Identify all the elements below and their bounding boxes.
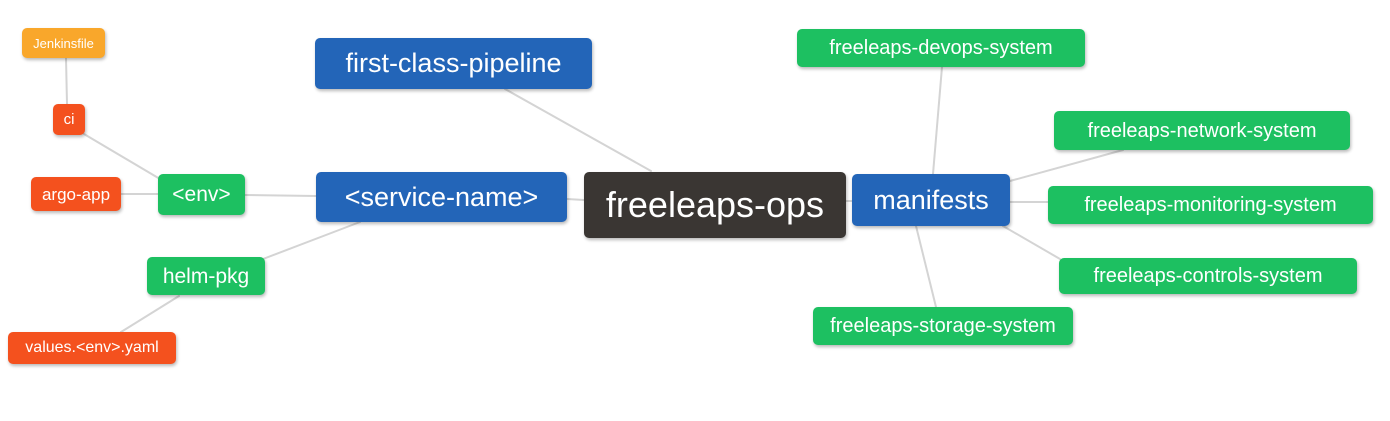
node-label: first-class-pipeline	[345, 48, 562, 78]
node-jenkinsfile[interactable]: Jenkinsfile	[22, 28, 105, 58]
node-label: freeleaps-monitoring-system	[1084, 194, 1337, 216]
node-label: values.<env>.yaml	[25, 339, 159, 356]
edge-env-service-name	[244, 194, 317, 197]
edge-helm-pkg-service-name	[262, 221, 361, 260]
node-label: <env>	[172, 183, 231, 206]
edge-manifests-freeleaps-network-system	[1009, 149, 1124, 182]
node-env[interactable]: <env>	[158, 174, 245, 215]
node-label: <service-name>	[344, 181, 539, 212]
node-manifests[interactable]: manifests	[852, 174, 1010, 226]
node-label: Jenkinsfile	[33, 35, 94, 51]
node-label: freeleaps-storage-system	[830, 315, 1056, 337]
node-helm-pkg[interactable]: helm-pkg	[147, 257, 265, 295]
edge-first-class-pipeline-freeleaps-ops	[504, 88, 652, 172]
node-freeleaps-ops[interactable]: freeleaps-ops	[584, 172, 846, 238]
node-freeleaps-monitoring-system[interactable]: freeleaps-monitoring-system	[1048, 186, 1373, 224]
node-ci[interactable]: ci	[53, 104, 85, 135]
node-label: helm-pkg	[162, 264, 250, 288]
node-argo-app[interactable]: argo-app	[31, 177, 121, 211]
edge-manifests-freeleaps-storage-system	[915, 225, 937, 308]
node-first-class-pipeline[interactable]: first-class-pipeline	[315, 38, 592, 89]
node-freeleaps-storage-system[interactable]: freeleaps-storage-system	[813, 307, 1073, 345]
node-label: freeleaps-devops-system	[829, 37, 1053, 59]
node-service-name[interactable]: <service-name>	[316, 172, 567, 222]
edge-manifests-freeleaps-controls-system	[1002, 225, 1061, 260]
node-label: freeleaps-network-system	[1087, 119, 1317, 142]
edge-jenkinsfile-ci	[65, 57, 68, 105]
node-label: argo-app	[41, 184, 111, 204]
edge-service-name-freeleaps-ops	[566, 198, 585, 201]
node-label: manifests	[873, 184, 989, 215]
node-label: freeleaps-ops	[605, 184, 825, 225]
edge-manifests-freeleaps-devops-system	[932, 66, 943, 175]
node-freeleaps-devops-system[interactable]: freeleaps-devops-system	[797, 29, 1085, 67]
node-values-env-yaml[interactable]: values.<env>.yaml	[8, 332, 176, 364]
edge-values-env-yaml-helm-pkg	[120, 295, 180, 333]
node-freeleaps-controls-system[interactable]: freeleaps-controls-system	[1059, 258, 1357, 294]
node-freeleaps-network-system[interactable]: freeleaps-network-system	[1054, 111, 1350, 150]
edge-ci-env	[83, 133, 161, 180]
node-label: ci	[63, 111, 75, 128]
node-label: freeleaps-controls-system	[1093, 265, 1323, 287]
